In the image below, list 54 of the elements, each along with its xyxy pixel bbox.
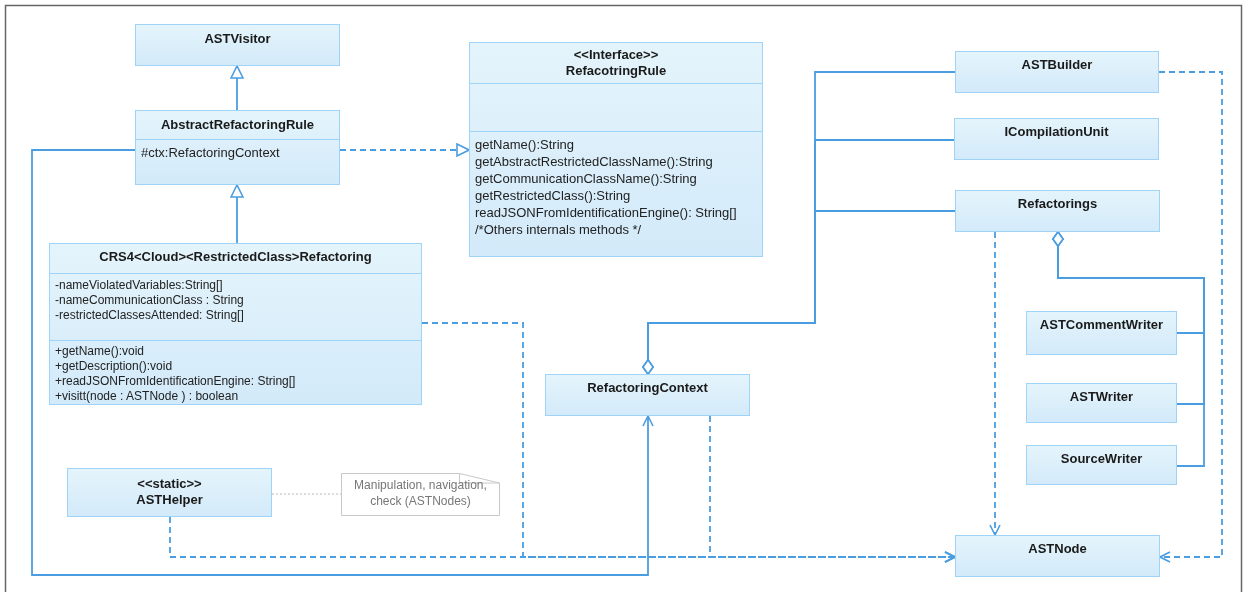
class-name: Refactorings: [1017, 196, 1098, 212]
class-name: CRS4<Cloud><RestrictedClass>Refactoring: [99, 249, 372, 265]
attribute-text: -nameCommunicationClass : String: [55, 293, 244, 308]
method-text: +getName():void: [55, 344, 145, 359]
class-name: ASTWriter: [1069, 389, 1134, 405]
inheritance-arrow: [230, 184, 244, 244]
realization-arrow: [339, 143, 470, 157]
attribute-text: -restrictedClassesAttended: String[]: [55, 308, 244, 323]
association-arrow: [31, 149, 654, 576]
method-text: getName():String: [475, 136, 574, 153]
dependency-arrow: [989, 231, 1001, 536]
class-box: [545, 374, 750, 416]
class-box: [1026, 383, 1177, 423]
class-box: [469, 42, 763, 257]
inheritance-arrow: [230, 65, 244, 111]
class-box: [1026, 445, 1177, 485]
method-text: +readJSONFromIdentificationEngine: String[]: [55, 374, 296, 389]
note-connector: [271, 493, 342, 495]
note-text: Manipulation, navigation, check (ASTNodes): [353, 477, 488, 509]
attribute-text: #ctx:RefactoringContext: [141, 144, 280, 161]
class-box: [955, 190, 1160, 232]
dependency-arrow: [1158, 71, 1223, 563]
stereotype-label: <<static>>: [137, 476, 202, 492]
method-text: getAbstractRestrictedClassName():String: [475, 153, 713, 170]
class-name: ASTHelper: [136, 492, 203, 508]
method-text: getCommunicationClassName():String: [475, 170, 697, 187]
method-text: +getDescription():void: [55, 359, 173, 374]
class-name: ASTBuilder: [1021, 57, 1093, 73]
class-name: RefactoringContext: [587, 380, 708, 396]
class-box: [49, 243, 422, 405]
method-text: getRestrictedClass():String: [475, 187, 631, 204]
dependency-arrow: [709, 415, 956, 563]
note-shape: [341, 473, 500, 516]
class-box: [1026, 311, 1177, 355]
class-name: ASTVisitor: [204, 31, 271, 47]
aggregation-line: [642, 210, 956, 375]
attribute-text: -nameViolatedVariables:String[]: [55, 278, 223, 293]
aggregation-line: [1052, 231, 1205, 467]
method-text: /*Others internals methods */: [475, 221, 642, 238]
class-name: ASTNode: [1028, 541, 1087, 557]
class-box: [67, 468, 272, 517]
class-name: ICompilationUnit: [1004, 124, 1109, 140]
class-name: SourceWriter: [1060, 451, 1143, 467]
method-text: +visitt(node : ASTNode ) : boolean: [55, 389, 239, 404]
method-text: readJSONFromIdentificationEngine(): String[]: [475, 204, 737, 221]
class-name: ASTCommentWriter: [1039, 317, 1164, 333]
class-name: RefacotringRule: [565, 63, 667, 79]
class-box: [954, 118, 1159, 160]
class-box: [135, 110, 340, 185]
class-box: [135, 24, 340, 66]
class-name: AbstractRefactoringRule: [160, 117, 315, 133]
stereotype-label: <<Interface>>: [573, 47, 659, 63]
class-box: [955, 535, 1160, 577]
class-box: [955, 51, 1159, 93]
